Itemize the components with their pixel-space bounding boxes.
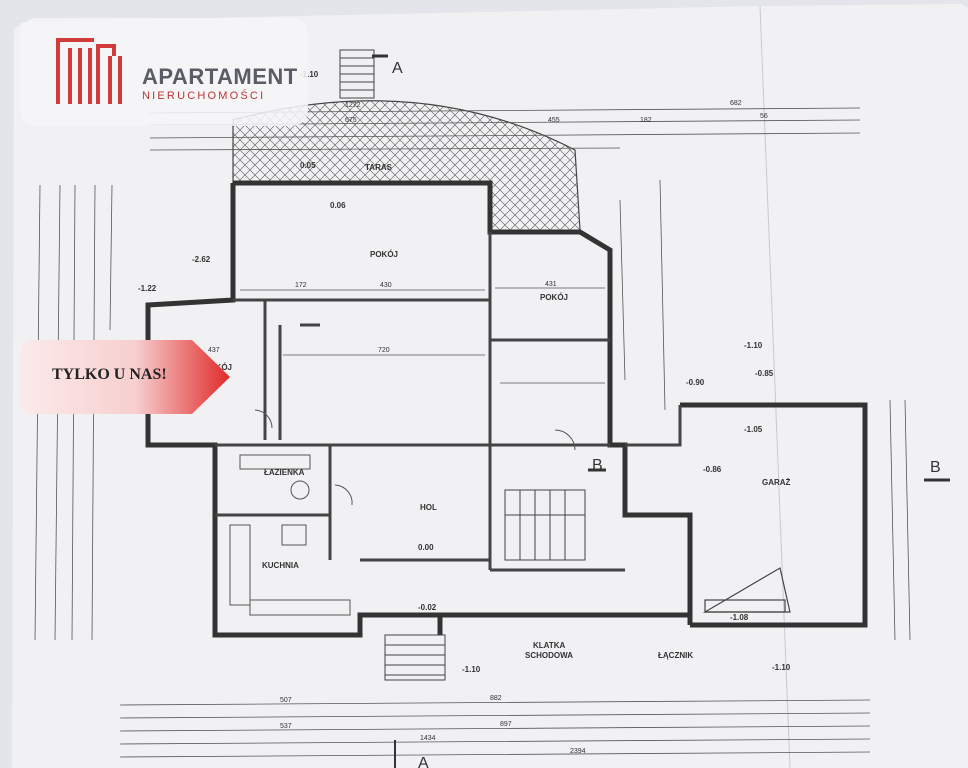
dim-inner-2: 431: [545, 281, 557, 288]
dim-bottom-5: 1434: [420, 735, 436, 742]
exclusive-badge: [20, 340, 230, 414]
section-mark-a-top: A: [392, 60, 403, 77]
dim-top-3: 682: [730, 100, 742, 107]
top-stairs: [339, 49, 375, 99]
level-10: -0.86: [703, 465, 722, 474]
dim-top-5: 182: [640, 117, 652, 124]
level-8: -0.85: [755, 369, 774, 378]
room-bedroom-1-label: POKÓJ: [370, 250, 398, 259]
level-marks: -1.10 0.05 0.06 -2.62 -1.22 -1.10 -0.90 …: [138, 70, 791, 674]
dim-top-4: 675: [345, 117, 357, 124]
level-15: -1.08: [730, 613, 749, 622]
level-2: 0.05: [300, 161, 316, 170]
level-14: -1.10: [772, 663, 791, 672]
exterior-walls: [145, 180, 868, 638]
room-staircase-label-2: SCHODOWA: [525, 651, 573, 660]
dim-inner-4: 437: [208, 347, 220, 354]
level-5: -1.22: [138, 284, 157, 293]
room-connector-label: ŁĄCZNIK: [658, 651, 693, 660]
level-3: 0.06: [330, 201, 346, 210]
level-4: -2.62: [192, 255, 211, 264]
section-mark-b-center: B: [592, 457, 603, 474]
level-1: -1.10: [300, 70, 319, 79]
room-bedroom-2-label: POKÓJ: [540, 293, 568, 302]
room-bathroom-label: ŁAZIENKA: [264, 468, 305, 477]
room-kitchen-label: KUCHNIA: [262, 561, 299, 570]
dim-bottom-4: 897: [500, 721, 512, 728]
level-9: -1.05: [744, 425, 763, 434]
dim-top-1: 1272: [345, 102, 361, 109]
level-6: -1.10: [744, 341, 763, 350]
room-hall-label: HOL: [420, 503, 437, 512]
dimension-labels: 1272 455 682 675 182 56 507 882 537 897 …: [208, 100, 768, 755]
dim-inner-1: 430: [380, 282, 392, 289]
section-mark-a-bottom: A: [418, 755, 429, 768]
dim-inner-5: 172: [295, 282, 307, 289]
level-12: -0.02: [418, 603, 437, 612]
level-13: -1.10: [462, 665, 481, 674]
brand-tagline: NIERUCHOMOŚCI: [142, 90, 266, 102]
dim-top-6: 56: [760, 113, 768, 120]
dim-bottom-3: 537: [280, 723, 292, 730]
dim-bottom-1: 507: [280, 697, 292, 704]
fixtures: [229, 409, 576, 616]
level-11: 0.00: [418, 543, 434, 552]
room-terrace-label: TARAS: [365, 163, 393, 172]
dim-top-2: 455: [548, 117, 560, 124]
room-staircase-label: KLATKA: [533, 641, 566, 650]
dim-bottom-2: 882: [490, 695, 502, 702]
level-7: -0.90: [686, 378, 705, 387]
dim-inner-3: 720: [378, 347, 390, 354]
garage-door: [702, 567, 791, 613]
room-garage-label: GARAŻ: [762, 478, 791, 487]
interior-walls: [215, 232, 682, 572]
entrance-stairs: [384, 634, 446, 681]
section-marks: A A B B: [372, 54, 950, 768]
section-mark-b-right: B: [930, 459, 941, 476]
logo-mark-icon: [56, 38, 122, 104]
badge-text: TYLKO U NAS!: [52, 366, 167, 383]
inner-stairs: [504, 489, 586, 561]
brand-name: APARTAMENT: [142, 64, 298, 89]
dim-bottom-6: 2394: [570, 748, 586, 755]
